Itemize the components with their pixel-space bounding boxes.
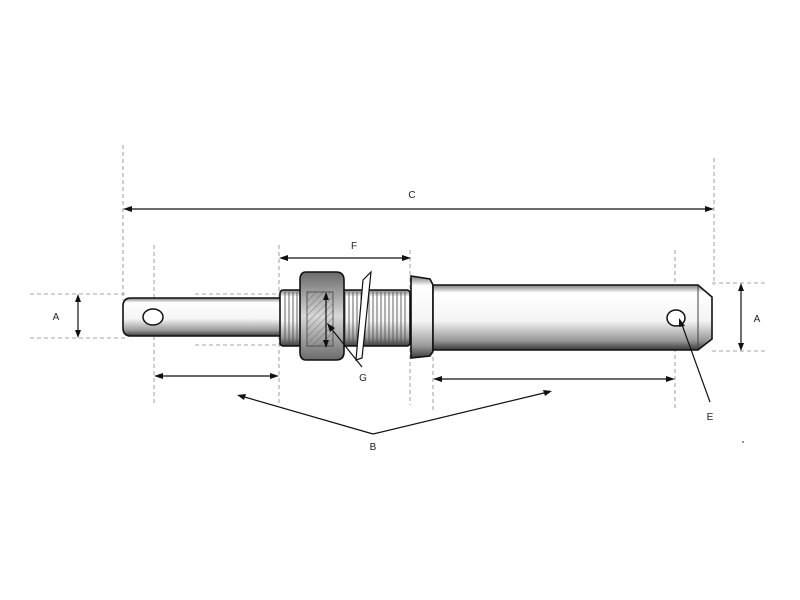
pin-body: [122, 270, 713, 361]
linch-pin-hole-left: [142, 308, 164, 326]
label-b: B: [370, 442, 377, 453]
nut-section-hatch: [306, 291, 334, 347]
small-shank: [122, 297, 282, 337]
label-a-left: A: [53, 312, 60, 323]
label-c: C: [408, 190, 415, 201]
label-a-right: A: [754, 314, 761, 325]
dimension-lines: [75, 206, 744, 382]
label-f: F: [351, 241, 357, 252]
extension-lines: [30, 145, 768, 410]
leader-lines: [237, 318, 711, 435]
collar: [410, 275, 434, 359]
label-g: G: [359, 373, 367, 384]
thread-flat-cut: [355, 270, 372, 361]
stray-dot: [742, 441, 744, 443]
large-shank: [432, 284, 713, 351]
label-e: E: [707, 412, 714, 423]
